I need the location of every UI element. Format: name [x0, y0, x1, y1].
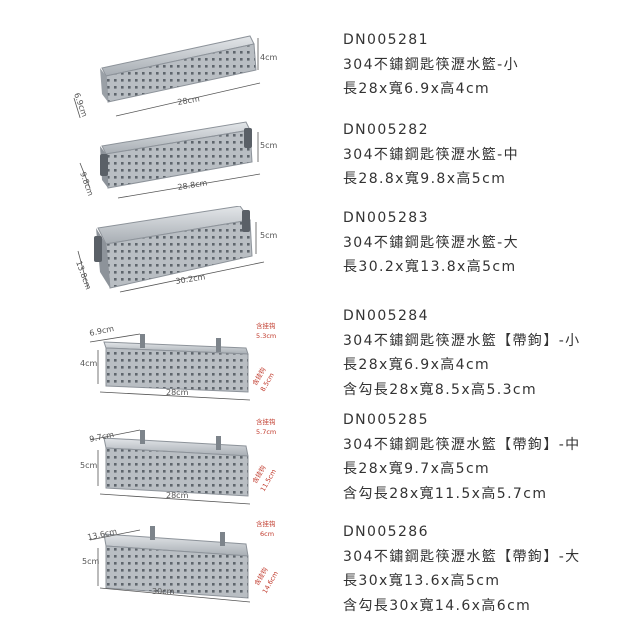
- product-info: DN005286 304不鏽鋼匙筷瀝水籃【帶鉤】-大 長30x寬13.6x高5c…: [343, 520, 581, 618]
- height-label: 4cm: [260, 53, 277, 62]
- product-dims-hook: 含勾長28x寬11.5x高5.7cm: [343, 485, 548, 502]
- product-dims: 長28x寬6.9x高4cm: [343, 81, 491, 97]
- basket-large-image: 30.2cm 13.8cm 5cm: [74, 206, 277, 293]
- product-dims: 長28.8x寬9.8x高5cm: [343, 171, 507, 187]
- product-info: DN005283 304不鏽鋼匙筷瀝水籃-大 長30.2x寬13.8x高5cm: [343, 206, 519, 280]
- width-label: 6.9cm: [72, 92, 89, 118]
- hook-height-label: 5.3cm: [256, 332, 276, 340]
- height-label: 5cm: [82, 557, 99, 566]
- product-name: 304不鏽鋼匙筷瀝水籃-中: [343, 146, 519, 163]
- product-row-5: 9.7cm 28cm 5cm 含挂钩 5.7cm 含挂钩 11.5cm DN00…: [0, 412, 640, 512]
- product-name: 304不鏽鋼匙筷瀝水籃-小: [343, 56, 519, 73]
- product-row-1: 28cm 6.9cm 4cm DN005281 304不鏽鋼匙筷瀝水籃-小 長2…: [0, 28, 640, 118]
- product-code: DN005281: [343, 32, 429, 48]
- product-name: 304不鏽鋼匙筷瀝水籃【帶鉤】-大: [343, 548, 581, 565]
- height-label: 5cm: [260, 231, 277, 240]
- hook-height-label: 5.7cm: [256, 428, 276, 436]
- product-code: DN005284: [343, 308, 429, 324]
- basket-hook-small-image: 6.9cm 28cm 4cm 含挂钩 5.3cm 含挂钩 8.5cm: [80, 321, 276, 401]
- product-name: 304不鏽鋼匙筷瀝水籃【帶鉤】-小: [343, 332, 581, 349]
- length-label: 28.8cm: [177, 178, 208, 192]
- length-label: 28cm: [166, 491, 189, 500]
- height-label: 4cm: [80, 359, 97, 368]
- product-row-2: 28.8cm 9.8cm 5cm DN005282 304不鏽鋼匙筷瀝水籃-中 …: [0, 118, 640, 206]
- product-code: DN005286: [343, 524, 429, 540]
- product-row-6: 13.6cm 30cm 5cm 含挂钩 6cm 含挂钩 14.6cm DN005…: [0, 518, 640, 618]
- product-row-3: 30.2cm 13.8cm 5cm DN005283 304不鏽鋼匙筷瀝水籃-大…: [0, 206, 640, 298]
- hook-title-label: 含挂钩: [256, 417, 276, 426]
- height-label: 5cm: [260, 141, 277, 150]
- product-dims: 長30x寬13.6x高5cm: [343, 573, 501, 589]
- width-label: 9.8cm: [78, 171, 95, 198]
- product-code: DN005282: [343, 122, 429, 138]
- product-code: DN005283: [343, 210, 429, 226]
- length-label: 30cm: [152, 587, 175, 596]
- width-label: 6.9cm: [89, 324, 115, 338]
- basket-small-image: 28cm 6.9cm 4cm: [72, 35, 277, 118]
- product-name: 304不鏽鋼匙筷瀝水籃-大: [343, 234, 519, 251]
- product-dims: 長28x寬9.7x高5cm: [343, 461, 491, 477]
- product-code: DN005285: [343, 412, 429, 428]
- product-dims: 長30.2x寬13.8x高5cm: [343, 259, 517, 275]
- product-dims: 長28x寬6.9x高4cm: [343, 357, 491, 373]
- hook-title-label: 含挂钩: [256, 321, 276, 330]
- basket-hook-large-image: 13.6cm 30cm 5cm 含挂钩 6cm 含挂钩 14.6cm: [82, 519, 280, 603]
- product-info: DN005284 304不鏽鋼匙筷瀝水籃【帶鉤】-小 長28x寬6.9x高4cm…: [343, 304, 581, 402]
- product-info: DN005282 304不鏽鋼匙筷瀝水籃-中 長28.8x寬9.8x高5cm: [343, 118, 519, 192]
- width-label: 13.8cm: [74, 260, 93, 291]
- length-label: 30.2cm: [175, 272, 206, 286]
- height-label: 5cm: [80, 461, 97, 470]
- product-info: DN005281 304不鏽鋼匙筷瀝水籃-小 長28x寬6.9x高4cm: [343, 28, 519, 102]
- length-label: 28cm: [177, 94, 201, 107]
- product-dims-hook: 含勾長28x寬8.5x高5.3cm: [343, 381, 538, 398]
- hook-title-label: 含挂钩: [256, 519, 276, 528]
- product-row-4: 6.9cm 28cm 4cm 含挂钩 5.3cm 含挂钩 8.5cm DN005…: [0, 308, 640, 410]
- product-dims-hook: 含勾長30x寬14.6x高6cm: [343, 597, 532, 614]
- basket-hook-medium-image: 9.7cm 28cm 5cm 含挂钩 5.7cm 含挂钩 11.5cm: [80, 417, 278, 505]
- hook-height-label: 6cm: [260, 530, 274, 538]
- product-info: DN005285 304不鏽鋼匙筷瀝水籃【帶鉤】-中 長28x寬9.7x高5cm…: [343, 408, 581, 506]
- product-name: 304不鏽鋼匙筷瀝水籃【帶鉤】-中: [343, 436, 581, 453]
- length-label: 28cm: [166, 388, 189, 397]
- basket-medium-image: 28.8cm 9.8cm 5cm: [78, 121, 277, 199]
